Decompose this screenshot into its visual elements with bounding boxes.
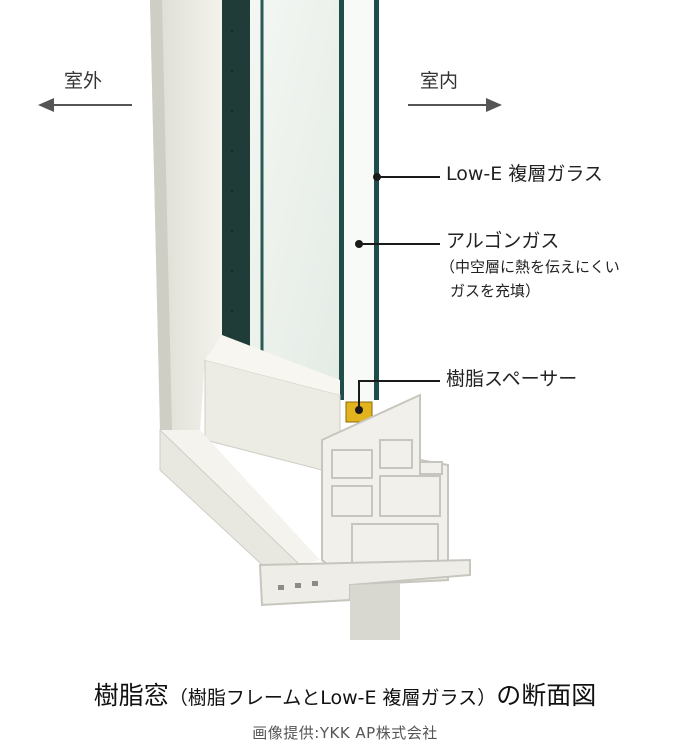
frame-profile [321, 393, 449, 587]
label-argon-gas: アルゴンガス [446, 230, 560, 252]
indoor-label: 室内 [420, 70, 459, 92]
caption-paren: （樹脂フレームとLow-E 複層ガラス） [168, 687, 497, 709]
leader-argon [355, 240, 440, 248]
sill-top [160, 430, 320, 565]
outer-frame-edge [150, 0, 172, 430]
leader-lowe [373, 173, 440, 181]
label-spacer: 樹脂スペーサー [446, 368, 578, 390]
sash-dots [231, 30, 233, 312]
sash-bottom-bevel [205, 335, 340, 395]
glass-edge-inner [374, 0, 379, 400]
leader-spacer [355, 380, 440, 414]
hollow-layer [344, 0, 374, 400]
label-lowe-glass: Low-E 複層ガラス [446, 163, 603, 185]
label-argon-note-2: ガスを充填） [450, 282, 541, 300]
window-cross-section-diagram [38, 0, 502, 640]
caption-main: 樹脂窓 [93, 681, 169, 710]
sash-dark-edge [222, 0, 250, 350]
wall-below [350, 583, 400, 640]
label-argon-note-1: （中空層に熱を伝えにくい [440, 258, 620, 276]
caption: 樹脂窓（樹脂フレームとLow-E 複層ガラス）の断面図 [0, 676, 690, 712]
image-credit: 画像提供:YKK AP株式会社 [252, 724, 438, 742]
glass-edge-outer [339, 0, 344, 400]
caption-tail: の断面図 [496, 681, 597, 710]
outdoor-label: 室外 [64, 70, 103, 92]
outdoor-arrow [38, 98, 132, 112]
sill-holes [278, 581, 318, 590]
glass-pane [250, 0, 340, 380]
indoor-arrow [408, 98, 502, 112]
